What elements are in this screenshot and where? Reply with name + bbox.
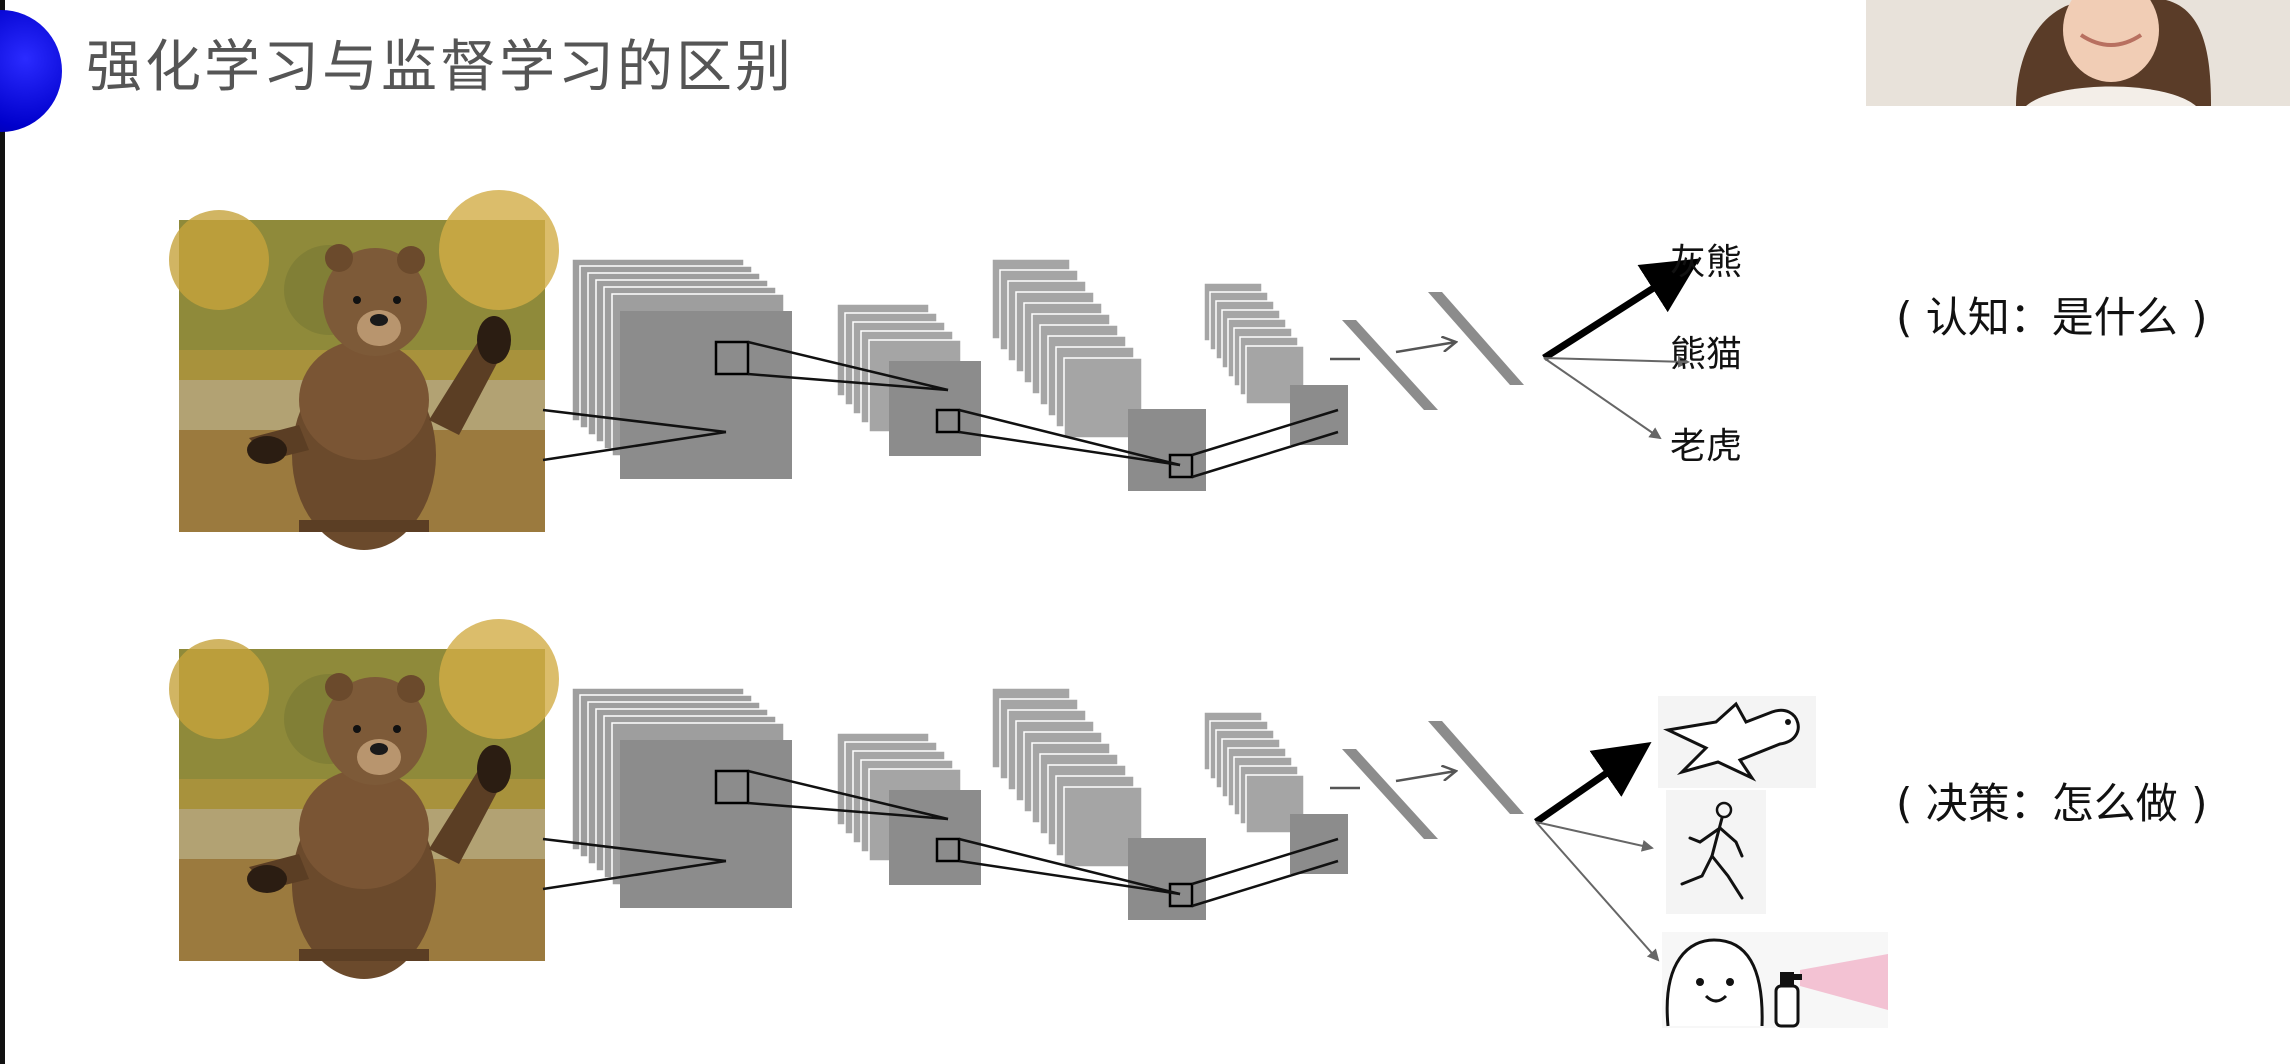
bottom-row-reinforcement [169,619,1888,1028]
bear-photo-top [169,190,559,550]
arrow-to-class-3 [1543,357,1662,440]
left-edge-bar [0,0,5,1064]
fly-away-icon [1658,696,1816,788]
arrow-to-class-1 [1542,258,1700,361]
annotation-cognition: ( 认知：是什么 ) [1896,293,2208,342]
slide-title: 强化学习与监督学习的区别 [86,35,794,100]
top-row-supervised: 灰熊 熊猫 老虎 [169,190,1742,550]
arrow-to-class-2 [1543,355,1690,368]
arrow-to-action-1 [1534,742,1652,825]
cnn-diagram-bottom [543,688,1524,920]
class-label-grizzly: 灰熊 [1670,242,1742,283]
class-label-tiger: 老虎 [1670,426,1742,467]
webcam-overlay [1866,0,2290,106]
class-label-panda: 熊猫 [1670,334,1742,375]
annotation-decision: ( 决策：怎么做 ) [1896,779,2208,828]
arrow-to-action-2 [1535,821,1654,852]
arrow-to-action-3 [1535,821,1660,962]
cnn-diagram-top [543,259,1524,491]
bear-photo-bottom [169,619,559,979]
run-away-icon [1666,790,1766,914]
spray-icon [1662,932,1888,1028]
